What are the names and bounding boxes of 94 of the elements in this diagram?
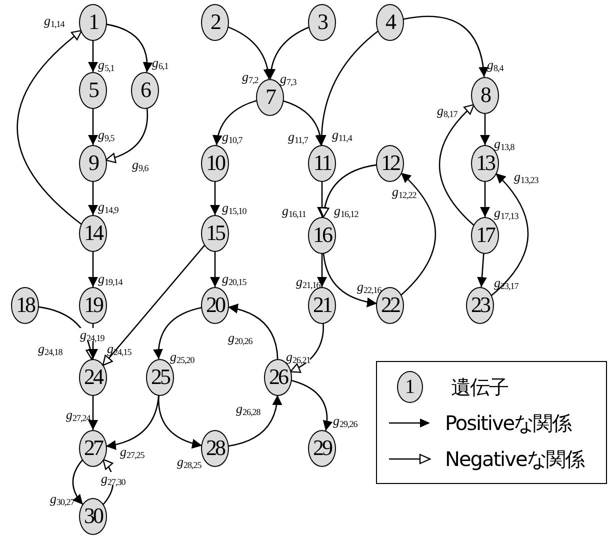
edge-label: g$_{22,16}$ (357, 280, 382, 293)
gene-node: 11 (308, 144, 336, 182)
edge-label: g$_{8,4}$ (487, 58, 504, 71)
edge-label: g$_{10,7}$ (222, 130, 242, 143)
gene-node: 29 (308, 430, 336, 466)
gene-node-sample: 1 (397, 370, 423, 402)
edge-label: g$_{29,26}$ (333, 414, 358, 427)
edge-label: g$_{14,9}$ (98, 200, 118, 213)
arrow (400, 172, 436, 296)
arrow (438, 104, 475, 226)
arrow (266, 26, 310, 80)
gene-node: 2 (201, 4, 229, 40)
edge-label: g$_{13,23}$ (514, 170, 538, 183)
gene-node: 8 (471, 76, 499, 114)
edge-label: g$_{21,16}$ (296, 275, 320, 288)
edge-label: g$_{19,14}$ (98, 272, 122, 285)
gene-node: 9 (79, 144, 107, 182)
arrow (88, 251, 98, 287)
edge-label: g$_{15,10}$ (222, 201, 246, 214)
gene-node: 24 (79, 358, 107, 396)
edge-label: g$_{11,4}$ (332, 128, 352, 141)
arrow (402, 16, 488, 78)
arrow (317, 253, 327, 287)
gene-node: 16 (308, 216, 336, 254)
edge-label: g$_{30,27}$ (50, 492, 74, 505)
arrow (228, 394, 282, 447)
arrow (88, 40, 98, 72)
edge-label: g$_{16,11}$ (282, 204, 306, 217)
gene-node: 5 (79, 72, 107, 108)
arrow (16, 30, 82, 225)
edge-label: g$_{5,1}$ (98, 58, 114, 71)
gene-node: 4 (376, 4, 404, 40)
arrow (290, 380, 332, 431)
gene-node: 27 (79, 430, 107, 466)
arrow (210, 251, 220, 287)
arrow (317, 181, 327, 217)
gene-node: 20 (201, 286, 229, 324)
arrow (88, 108, 98, 145)
gene-node: 6 (131, 72, 159, 108)
edge-label: g$_{27,24}$ (66, 408, 90, 421)
gene-node: 19 (79, 286, 107, 324)
arrow (480, 181, 490, 217)
gene-node: 3 (308, 4, 336, 40)
gene-node: 15 (201, 214, 229, 252)
gene-node: 28 (201, 430, 229, 466)
legend-text: Positiveな関係 (445, 410, 572, 436)
edge-label: g$_{20,26}$ (228, 331, 252, 344)
arrow (319, 164, 378, 218)
arrow (282, 100, 326, 146)
edge-label: g$_{9,5}$ (98, 128, 114, 141)
edge-label: g$_{9,6}$ (132, 158, 148, 171)
edge-label: g$_{1,14}$ (44, 14, 64, 27)
arrow (477, 252, 487, 288)
edge-label: g$_{23,17}$ (494, 276, 518, 289)
arrow (212, 100, 258, 146)
edge-label: g$_{27,25}$ (120, 445, 144, 458)
edge-label: g$_{17,13}$ (494, 206, 518, 219)
arrow (72, 459, 84, 505)
legend-text: 遺伝子 (451, 374, 508, 400)
edge-label: g$_{7,2}$ (242, 70, 258, 83)
edge-label: g$_{24,19}$ (80, 328, 104, 341)
gene-node: 10 (201, 144, 229, 182)
arrow (88, 181, 98, 215)
arrow (105, 108, 148, 163)
gene-node: 23 (466, 286, 494, 324)
gene-node: 14 (79, 214, 107, 252)
edge-label: g$_{24,18}$ (38, 342, 62, 355)
arrow (158, 394, 202, 448)
edge-label: g$_{28,25}$ (177, 455, 202, 468)
gene-node: 1 (79, 4, 107, 40)
gene-node: 18 (11, 286, 39, 324)
edge-label: g$_{12,22}$ (392, 185, 416, 198)
arrow (490, 172, 529, 296)
edge-label: g$_{24,15}$ (107, 342, 132, 355)
legend-text: Negativeな関係 (445, 446, 584, 472)
arrow (290, 322, 324, 373)
edge-label: g$_{6,1}$ (152, 56, 168, 69)
arrow (322, 252, 378, 307)
arrow (102, 244, 206, 366)
arrow (88, 395, 98, 430)
edge-label: g$_{20,15}$ (222, 272, 246, 285)
edge-label: g$_{27,30}$ (101, 472, 126, 485)
arrow (210, 181, 220, 215)
arrow (480, 113, 490, 145)
edge-label: g$_{16,12}$ (334, 204, 358, 217)
arrow (106, 24, 152, 72)
edge-label: g$_{11,7}$ (288, 130, 308, 143)
arrow (153, 306, 202, 360)
arrow (316, 30, 380, 145)
edge-label: g$_{26,28}$ (236, 402, 260, 415)
gene-node: 12 (376, 144, 404, 182)
arrow (228, 304, 278, 360)
edge-label: g$_{8,17}$ (437, 104, 458, 117)
gene-node: 30 (79, 498, 107, 534)
